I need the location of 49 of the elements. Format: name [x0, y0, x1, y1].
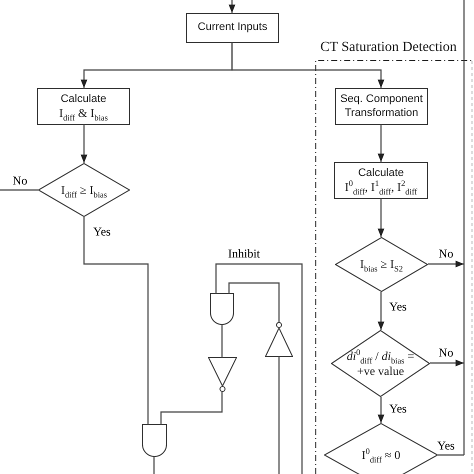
edge-label: No — [438, 247, 454, 261]
condition-text: I$^{0}$$_{diff}$ ≈ 0 — [362, 448, 400, 463]
decision-diamond — [38, 163, 130, 217]
condition-text: di$^{0}$$_{diff}$ / di$_{bias}$ = +ve value — [346, 349, 416, 378]
arrow — [378, 397, 384, 423]
arrow — [231, 43, 384, 88]
connector-line — [215, 263, 303, 474]
connector-line — [228, 282, 280, 322]
edge-label: Yes — [388, 402, 408, 416]
process-box — [335, 88, 428, 125]
edge-label: Inhibit — [227, 247, 261, 261]
condition-text: I$_{diff}$ ≥ I$_{bias}$ — [60, 182, 108, 198]
connector-line — [278, 357, 280, 474]
decision-diamond — [324, 423, 438, 474]
process-box — [186, 13, 279, 43]
arrow — [428, 260, 464, 268]
inverter-symbol — [208, 357, 237, 392]
arrow — [228, 0, 236, 13]
inverter-symbol — [265, 322, 293, 357]
dashed-region — [315, 40, 474, 474]
arrow — [80, 125, 88, 163]
box-label: Calculate — [60, 92, 106, 106]
arrow — [378, 125, 384, 162]
connector-line — [438, 454, 464, 456]
connector-line — [153, 457, 155, 474]
and-gate-symbol — [142, 424, 167, 457]
box-label: Calculate — [358, 166, 404, 180]
box-label: Current Inputs — [198, 21, 268, 35]
decision-diamond — [331, 330, 430, 397]
arrow — [378, 199, 384, 237]
edge-label: Yes — [388, 300, 408, 314]
box-label: I$_{diff}$ & I$_{bias}$ — [59, 106, 108, 120]
box-label: Seq. Component Transformation — [339, 93, 424, 120]
connector-line — [160, 392, 223, 424]
process-box — [37, 88, 130, 125]
edge-label: No — [438, 346, 454, 360]
connector-line — [83, 217, 149, 424]
region-heading: CT Saturation Detection — [320, 40, 457, 57]
arrow — [430, 360, 464, 366]
arrow — [378, 292, 384, 330]
decision-diamond — [335, 237, 428, 292]
and-gate-symbol — [210, 293, 234, 325]
condition-text: I$_{bias}$ ≥ I$_{S2}$ — [360, 257, 403, 272]
process-box — [334, 162, 428, 199]
edge-label: Yes — [92, 225, 112, 239]
connector-line — [221, 325, 223, 357]
edge-label: Yes — [436, 439, 456, 453]
edge-label: No — [12, 174, 28, 188]
connector-line — [0, 189, 38, 191]
